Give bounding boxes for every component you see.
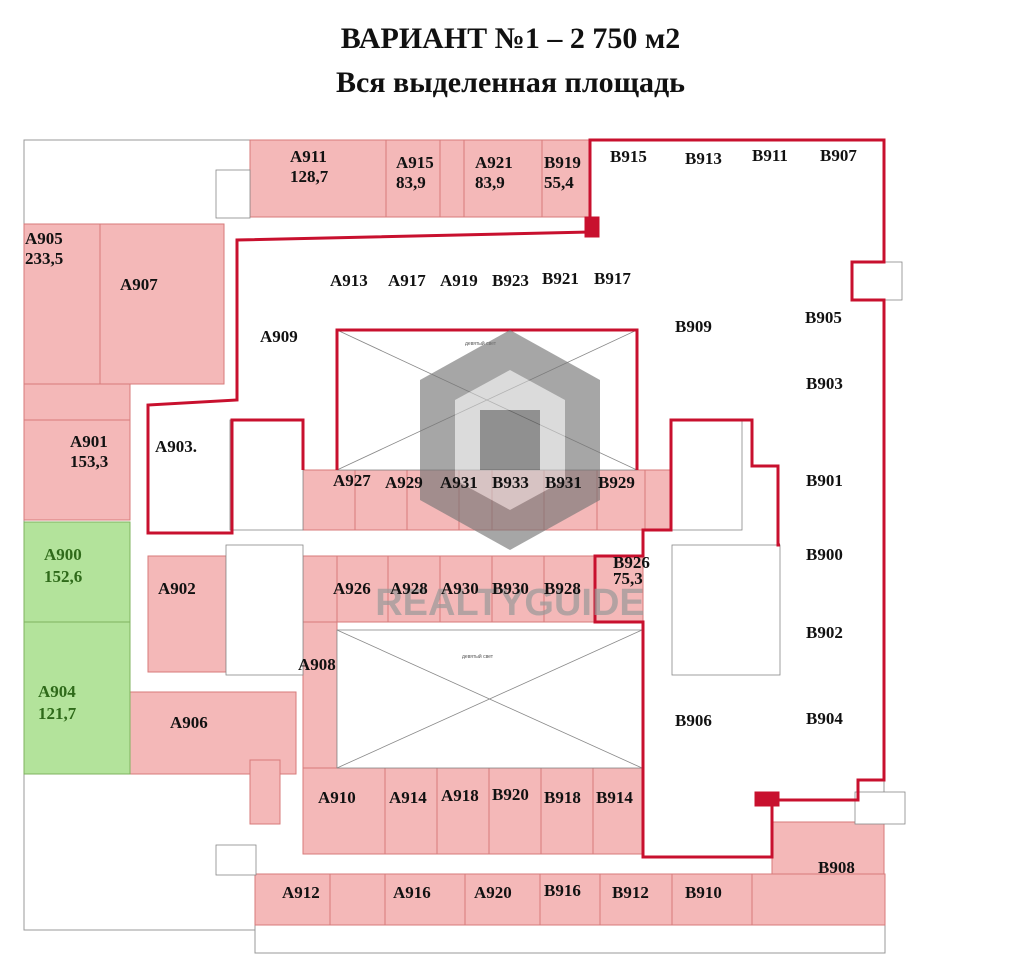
label-a906: А906 — [170, 713, 208, 732]
label-a926: А926 — [333, 579, 371, 598]
label-a918: А918 — [441, 786, 479, 805]
area-a905: 233,5 — [25, 249, 63, 268]
label-b900: В900 — [806, 545, 843, 564]
label-a904: А904 — [38, 682, 76, 701]
label-a912: А912 — [282, 883, 320, 902]
label-b906: В906 — [675, 711, 712, 730]
area-b919: 55,4 — [544, 173, 574, 192]
label-b915: В915 — [610, 147, 647, 166]
label-a901: А901 — [70, 432, 108, 451]
room-b926 — [594, 555, 644, 623]
area-a901: 153,3 — [70, 452, 108, 471]
room-a910-row — [302, 767, 644, 855]
label-b920: В920 — [492, 785, 529, 804]
light-well-lower-label: девятый свет — [462, 653, 494, 660]
label-b926: В926 — [613, 553, 650, 572]
room-labels: А911 128,7 А915 83,9 А921 83,9 В919 55,4… — [25, 146, 857, 902]
label-b908: В908 — [818, 858, 855, 877]
label-a908: А908 — [298, 655, 336, 674]
label-a917: А917 — [388, 271, 426, 290]
selection-outline — [146, 138, 886, 859]
label-b931: В931 — [545, 473, 582, 492]
room-a921 — [463, 139, 543, 218]
label-a915: А915 — [396, 153, 434, 172]
label-b921: В921 — [542, 269, 579, 288]
room-a911 — [249, 139, 387, 218]
label-a928: А928 — [390, 579, 428, 598]
label-b919: В919 — [544, 153, 581, 172]
label-b909: В909 — [675, 317, 712, 336]
room-a926-row — [302, 555, 596, 623]
label-a902: А902 — [158, 579, 196, 598]
label-b917: В917 — [594, 269, 631, 288]
label-a914: А914 — [389, 788, 427, 807]
room-a912-row — [254, 873, 886, 926]
room-b919 — [541, 139, 591, 218]
available-rooms — [23, 521, 131, 775]
label-a927: А927 — [333, 471, 371, 490]
label-a909: А909 — [260, 327, 298, 346]
label-b901: В901 — [806, 471, 843, 490]
label-b904: В904 — [806, 709, 843, 728]
room-a906-b — [249, 759, 281, 825]
watermark-logo — [420, 330, 600, 550]
plan-subtitle: Вся выделенная площадь — [335, 66, 686, 99]
label-b914: В914 — [596, 788, 633, 807]
room-a904 — [23, 621, 131, 775]
area-a921: 83,9 — [475, 173, 505, 192]
label-a911: А911 — [290, 147, 327, 166]
label-b916: В916 — [544, 881, 581, 900]
label-b902: В902 — [806, 623, 843, 642]
area-a911: 128,7 — [290, 167, 329, 186]
room-a902 — [147, 555, 227, 673]
label-b933: В933 — [492, 473, 529, 492]
label-a903: А903. — [155, 437, 197, 456]
room-a905 — [23, 223, 101, 385]
label-a905: А905 — [25, 229, 63, 248]
label-a910: А910 — [318, 788, 356, 807]
plan-title: ВАРИАНТ №1 – 2 750 м2 — [340, 22, 681, 55]
label-b907: В907 — [820, 146, 857, 165]
label-b910: В910 — [685, 883, 722, 902]
label-b913: В913 — [685, 149, 722, 168]
label-b923: В923 — [492, 271, 529, 290]
room-a908 — [302, 621, 338, 769]
area-a904: 121,7 — [38, 704, 77, 723]
cores — [215, 169, 906, 876]
label-b903: В903 — [806, 374, 843, 393]
label-b928: В928 — [544, 579, 581, 598]
label-b911: В911 — [752, 146, 788, 165]
label-b918: В918 — [544, 788, 581, 807]
label-a929: А929 — [385, 473, 423, 492]
label-b930: В930 — [492, 579, 529, 598]
label-a907: А907 — [120, 275, 158, 294]
label-a913: А913 — [330, 271, 368, 290]
room-a900 — [23, 521, 131, 623]
area-a915: 83,9 — [396, 173, 426, 192]
label-b912: В912 — [612, 883, 649, 902]
area-b926: 75,3 — [613, 569, 643, 588]
label-b929: В929 — [598, 473, 635, 492]
rented-rooms — [23, 139, 886, 926]
label-a916: А916 — [393, 883, 431, 902]
label-a900: А900 — [44, 545, 82, 564]
label-a920: А920 — [474, 883, 512, 902]
label-a919: А919 — [440, 271, 478, 290]
room-a915 — [385, 139, 465, 218]
label-a921: А921 — [475, 153, 513, 172]
room-a907 — [99, 223, 225, 385]
label-a930: А930 — [441, 579, 479, 598]
light-well-upper-label: девятый свет — [465, 340, 497, 347]
room-a905-b — [23, 383, 131, 421]
area-a900: 152,6 — [44, 567, 82, 586]
room-a901 — [23, 419, 131, 521]
label-b905: В905 — [805, 308, 842, 327]
label-a931: А931 — [440, 473, 478, 492]
watermark-text: REALTYGUIDE — [375, 582, 645, 624]
